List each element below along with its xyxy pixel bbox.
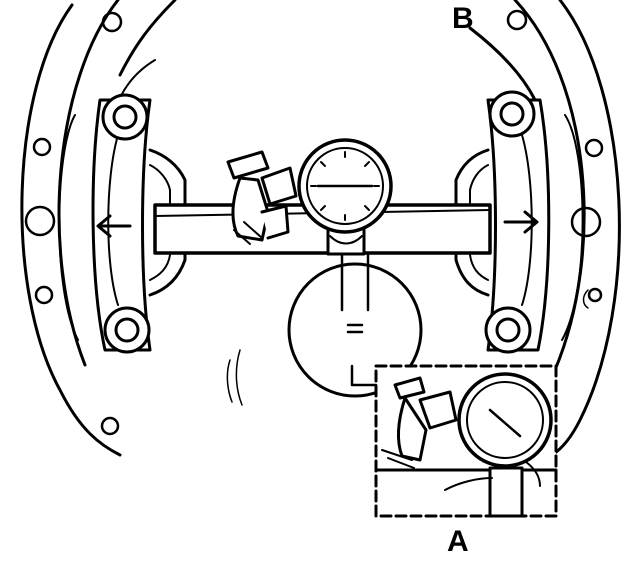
measuring-bar xyxy=(96,203,539,255)
housing-bolt-holes xyxy=(24,9,604,436)
arrow-right-icon xyxy=(503,210,539,234)
left-bearing-cap xyxy=(58,93,187,354)
detail-leader xyxy=(350,364,378,387)
right-bearing-cap xyxy=(454,90,584,354)
clamp-icon xyxy=(226,150,298,245)
detail-inset-a xyxy=(374,364,558,518)
housing-outline xyxy=(20,0,621,457)
gauge-support-loop xyxy=(287,253,423,398)
callout-label-a: A xyxy=(447,525,469,558)
arrow-left-icon xyxy=(96,214,132,238)
callout-label-b: B xyxy=(452,2,474,35)
decorative-marks xyxy=(226,289,589,406)
dial-gauge-icon xyxy=(297,138,393,256)
